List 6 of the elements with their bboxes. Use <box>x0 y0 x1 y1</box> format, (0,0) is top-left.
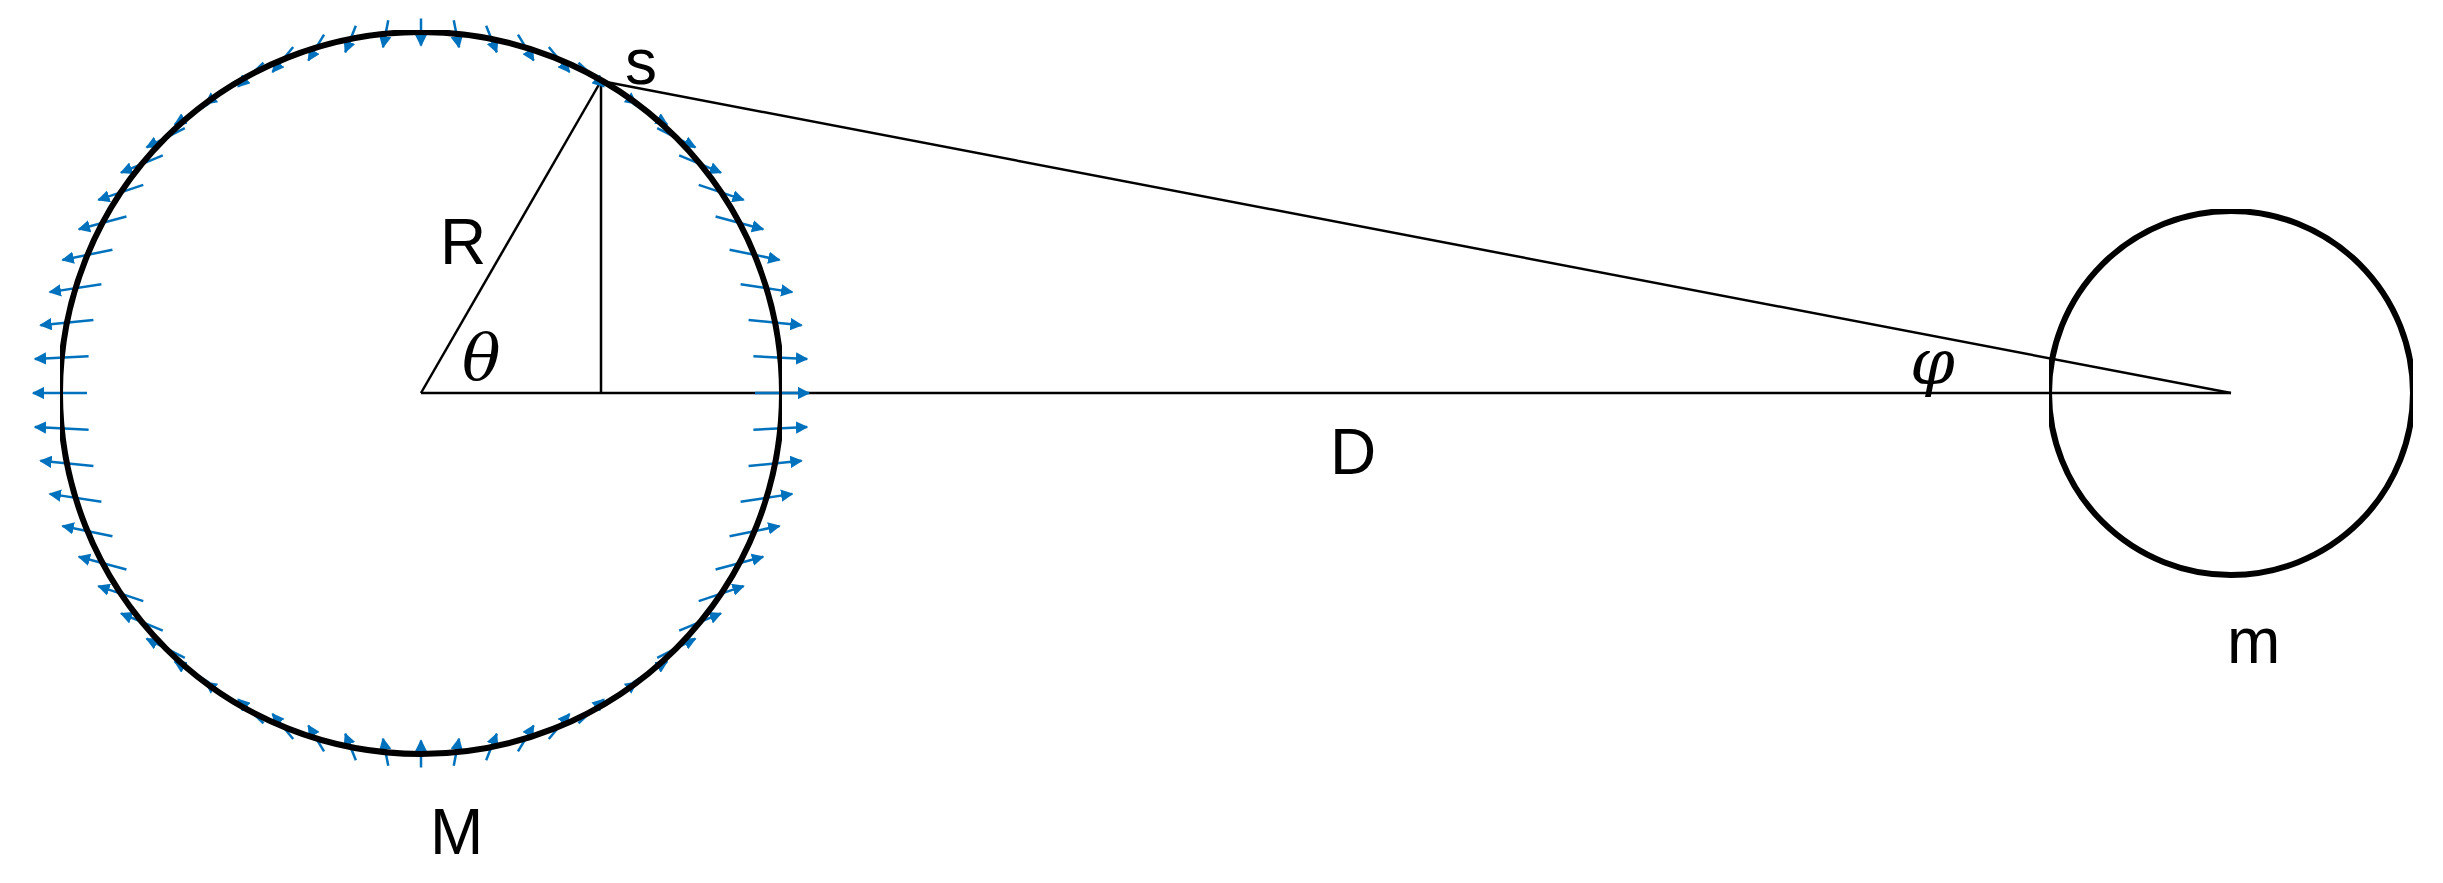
angle-label: θ <box>462 325 501 389</box>
length-label: R <box>440 210 487 274</box>
distance-label: D <box>1330 420 1377 484</box>
body-label: m <box>2227 609 2281 673</box>
point-label: s <box>625 30 657 94</box>
body-label: M <box>430 800 484 864</box>
